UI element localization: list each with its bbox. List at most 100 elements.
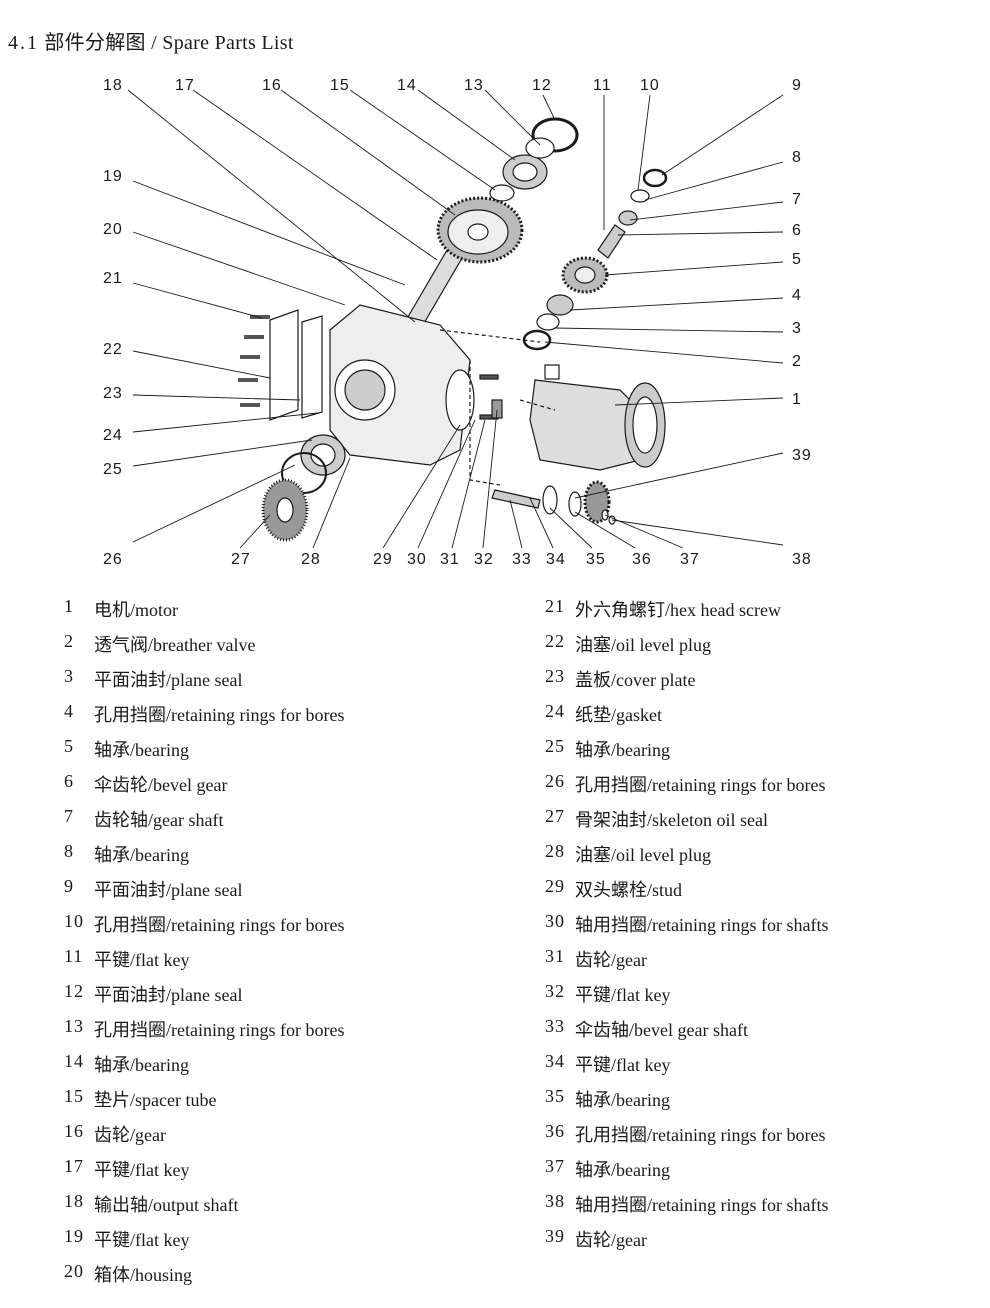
callout-label: 1 [792, 391, 802, 408]
callout-label: 15 [330, 77, 350, 94]
part-number: 9 [64, 876, 74, 896]
part-number: 25 [545, 736, 565, 756]
part-number: 33 [545, 1016, 565, 1036]
callout-label: 23 [103, 385, 123, 402]
exploded-view-diagram: 1234567891011121314151617181920212223242… [103, 77, 812, 568]
part-name: 轴承/bearing [575, 740, 670, 760]
callout-label: 34 [546, 551, 566, 568]
part-name: 轴用挡圈/retaining rings for shafts [575, 915, 829, 935]
part-name: 骨架油封/skeleton oil seal [575, 810, 768, 830]
part-number: 31 [545, 946, 565, 966]
part-name: 透气阀/breather valve [94, 635, 256, 655]
part-name: 平键/flat key [94, 950, 190, 970]
part-name: 平键/flat key [94, 1230, 190, 1250]
callout-label: 10 [640, 77, 660, 94]
part-name: 平面油封/plane seal [94, 670, 243, 690]
callout-label: 33 [512, 551, 532, 568]
part-number: 27 [545, 806, 565, 826]
callout-label: 31 [440, 551, 460, 568]
part-row: 8 轴承/bearing [64, 841, 344, 876]
title-separator: / [145, 32, 163, 54]
part-name: 齿轮/gear [94, 1125, 166, 1145]
part-row: 31 齿轮/gear [545, 946, 828, 981]
part-number: 13 [64, 1016, 84, 1036]
callout-label: 2 [792, 353, 802, 370]
callout-label: 25 [103, 461, 123, 478]
part-name: 输出轴/output shaft [94, 1195, 239, 1215]
part-row: 7 齿轮轴/gear shaft [64, 806, 344, 841]
part-row: 27 骨架油封/skeleton oil seal [545, 806, 828, 841]
part-name: 齿轮/gear [575, 950, 647, 970]
part-name: 轴承/bearing [575, 1160, 670, 1180]
part-number: 20 [64, 1261, 84, 1281]
part-number: 5 [64, 736, 74, 756]
gearbox-drawing [238, 117, 668, 542]
part-name: 孔用挡圈/retaining rings for bores [94, 705, 345, 725]
part-row: 5 轴承/bearing [64, 736, 344, 771]
part-number: 28 [545, 841, 565, 861]
callout-label: 27 [231, 551, 251, 568]
part-name: 平键/flat key [94, 1160, 190, 1180]
part-name: 外六角螺钉/hex head screw [575, 600, 781, 620]
part-number: 6 [64, 771, 74, 791]
callout-label: 13 [464, 77, 484, 94]
part-number: 21 [545, 596, 565, 616]
part-row: 18 输出轴/output shaft [64, 1191, 344, 1226]
callout-label: 19 [103, 168, 123, 185]
callout-label: 38 [792, 551, 812, 568]
callout-label: 36 [632, 551, 652, 568]
part-name: 箱体/housing [94, 1265, 193, 1285]
part-row: 20 箱体/housing [64, 1261, 344, 1296]
part-name: 垫片/spacer tube [94, 1090, 217, 1110]
part-number: 8 [64, 841, 74, 861]
part-name: 孔用挡圈/retaining rings for bores [94, 1020, 345, 1040]
callout-label: 28 [301, 551, 321, 568]
part-name: 轴承/bearing [575, 1090, 670, 1110]
part-name: 纸垫/gasket [575, 705, 662, 725]
part-number: 4 [64, 701, 74, 721]
callout-label: 7 [792, 191, 802, 208]
callout-label: 21 [103, 270, 123, 287]
part-name: 平键/flat key [575, 985, 671, 1005]
callout-label: 14 [397, 77, 417, 94]
part-name: 轴用挡圈/retaining rings for shafts [575, 1195, 829, 1215]
part-number: 7 [64, 806, 74, 826]
callout-label: 39 [792, 447, 812, 464]
part-name: 轴承/bearing [94, 1055, 189, 1075]
part-number: 15 [64, 1086, 84, 1106]
part-number: 23 [545, 666, 565, 686]
part-number: 18 [64, 1191, 84, 1211]
callout-label: 22 [103, 341, 123, 358]
part-number: 1 [64, 596, 74, 616]
part-name: 轴承/bearing [94, 845, 189, 865]
part-name: 轴承/bearing [94, 740, 189, 760]
part-number: 32 [545, 981, 565, 1001]
part-name: 齿轮轴/gear shaft [94, 810, 224, 830]
callout-label: 18 [103, 77, 123, 94]
part-number: 36 [545, 1121, 565, 1141]
part-row: 23 盖板/cover plate [545, 666, 828, 701]
part-number: 30 [545, 911, 565, 931]
section-number: 4.1 [8, 32, 39, 54]
callout-label: 3 [792, 320, 802, 337]
part-name: 盖板/cover plate [575, 670, 696, 690]
callout-label: 6 [792, 222, 802, 239]
callout-label: 20 [103, 221, 123, 238]
callout-label: 16 [262, 77, 282, 94]
part-name: 油塞/oil level plug [575, 635, 711, 655]
